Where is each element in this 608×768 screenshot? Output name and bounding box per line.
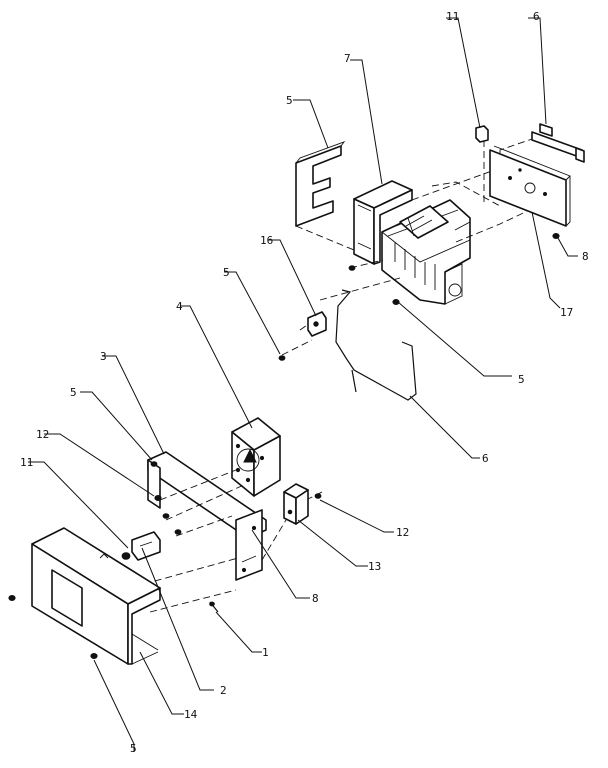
part-16-bracket xyxy=(307,311,327,337)
leader-lines xyxy=(28,17,578,752)
part-15-clip xyxy=(475,125,489,143)
screw-group-lower xyxy=(8,461,322,660)
part-2-clip xyxy=(131,531,161,561)
callout-8b: 8 xyxy=(312,592,319,605)
part-4-motor xyxy=(231,417,281,497)
callout-labels: 5 7 11 6 16 5 4 3 5 12 11 5 6 8 17 12 13… xyxy=(20,10,589,755)
assembly-line-14 xyxy=(261,519,287,561)
assembly-line-3 xyxy=(455,205,539,243)
assembly-line-7 xyxy=(349,259,384,269)
part-17-mounting-plate xyxy=(489,145,571,227)
assembly-line-11 xyxy=(165,483,247,521)
callout-5a: 5 xyxy=(223,266,230,279)
callout-3: 3 xyxy=(100,350,107,363)
callout-7: 5 xyxy=(286,94,293,107)
assembly-line-13 xyxy=(143,557,239,585)
callout-2: 2 xyxy=(220,684,227,697)
part-14-cover xyxy=(31,527,161,665)
callout-12b: 12 xyxy=(396,526,409,539)
assembly-line-12 xyxy=(175,515,233,537)
callout-11: 11 xyxy=(20,456,33,469)
ice-mold-tray xyxy=(381,199,471,305)
callout-16: 16 xyxy=(260,234,273,247)
assembly-line-10 xyxy=(159,469,237,501)
callout-13: 13 xyxy=(368,560,381,573)
callout-5d: 5 xyxy=(130,742,137,755)
part-7-shield xyxy=(295,141,346,227)
callout-6: 6 xyxy=(482,452,489,465)
callout-8a: 8 xyxy=(582,250,589,263)
part-13-switch xyxy=(283,483,309,525)
callout-1: 1 xyxy=(262,646,269,659)
callout-9: 6 xyxy=(533,10,540,23)
callout-12a: 12 xyxy=(36,428,49,441)
assembly-line-6 xyxy=(295,225,355,251)
assembly-line-8 xyxy=(319,277,401,301)
part-6-shutoff-arm xyxy=(335,289,417,401)
screw-group-upper xyxy=(278,232,560,361)
assembly-line-1 xyxy=(411,167,501,201)
callout-10: 7 xyxy=(344,52,351,65)
callout-5b: 5 xyxy=(70,386,77,399)
callout-17: 17 xyxy=(560,306,573,319)
part-3-bracket xyxy=(147,451,267,581)
part-10-housing xyxy=(353,180,413,265)
callout-5c: 5 xyxy=(518,373,525,386)
assembly-line-16 xyxy=(149,589,237,613)
part-9-bracket xyxy=(531,123,585,163)
callout-15: 11 xyxy=(446,10,459,23)
callout-14: 14 xyxy=(184,708,198,721)
assembly-line-2 xyxy=(431,181,501,207)
callout-4: 4 xyxy=(176,300,183,313)
